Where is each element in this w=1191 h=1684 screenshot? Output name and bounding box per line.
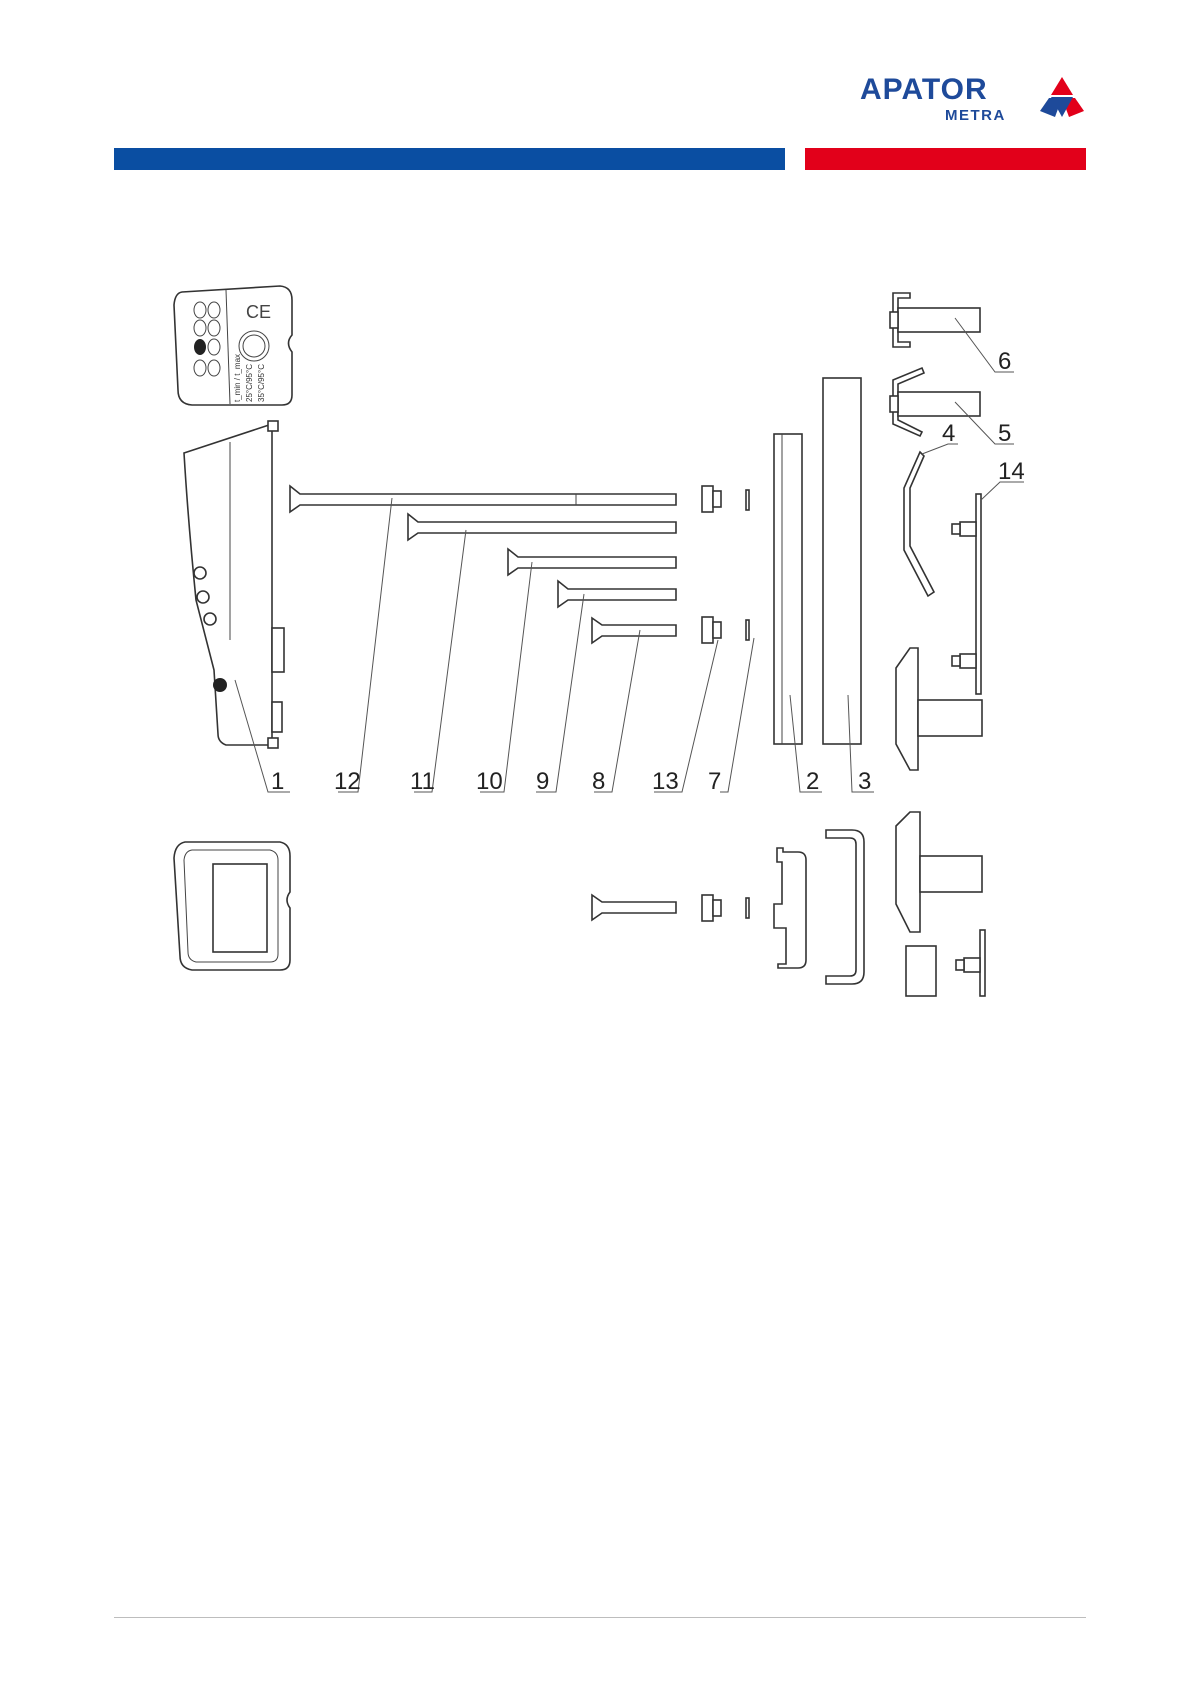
nut-bottom — [702, 895, 721, 921]
footer-divider — [114, 1617, 1086, 1618]
part-label-14: 14 — [998, 458, 1025, 485]
part-label-2: 2 — [806, 768, 819, 795]
device-side-body — [184, 421, 284, 748]
part-label-11: 11 — [410, 768, 435, 795]
screw-11 — [408, 514, 676, 540]
rail-u-bottom — [826, 830, 864, 984]
ce-mark: CE — [246, 302, 271, 322]
rail-2 — [774, 434, 802, 744]
rail-profile-bottom — [774, 848, 806, 968]
part-label-10: 10 — [476, 768, 503, 795]
washer-7-lower — [746, 620, 749, 640]
washer-bottom — [746, 898, 749, 918]
bracket-4 — [904, 452, 934, 596]
nut-13-lower — [702, 617, 721, 643]
part-label-9: 9 — [536, 768, 549, 795]
block-bottom — [906, 946, 936, 996]
part-label-6: 6 — [998, 348, 1011, 375]
nut-13-upper — [702, 486, 721, 512]
device-label-line-2: 25°C/95°C — [245, 364, 254, 402]
device-display-front — [174, 842, 290, 970]
part-label-4: 4 — [942, 420, 955, 447]
device-label-line-1: t_min / t_max — [233, 354, 242, 402]
device-front-face: CE t_min / t_max 25°C/95°C 35°C/95°C — [174, 286, 292, 405]
part-label-8: 8 — [592, 768, 605, 795]
screw-12 — [290, 486, 676, 512]
washer-7-upper — [746, 490, 749, 510]
part-label-13: 13 — [652, 768, 679, 795]
part-label-1: 1 — [271, 768, 284, 795]
clip-5 — [890, 368, 980, 436]
screw-10 — [508, 549, 676, 575]
screw-8-bottom — [592, 895, 676, 920]
device-label-line-3: 35°C/95°C — [257, 364, 266, 402]
foot-lower — [896, 812, 982, 932]
rail-3 — [823, 378, 861, 744]
part-label-3: 3 — [858, 768, 871, 795]
part-label-5: 5 — [998, 420, 1011, 447]
part-label-12: 12 — [334, 768, 361, 795]
screw-8 — [592, 618, 676, 643]
plate-14 — [952, 494, 981, 694]
plate-bottom — [956, 930, 985, 996]
clip-6 — [890, 293, 980, 347]
part-label-7: 7 — [708, 768, 721, 795]
screw-9 — [558, 581, 676, 607]
